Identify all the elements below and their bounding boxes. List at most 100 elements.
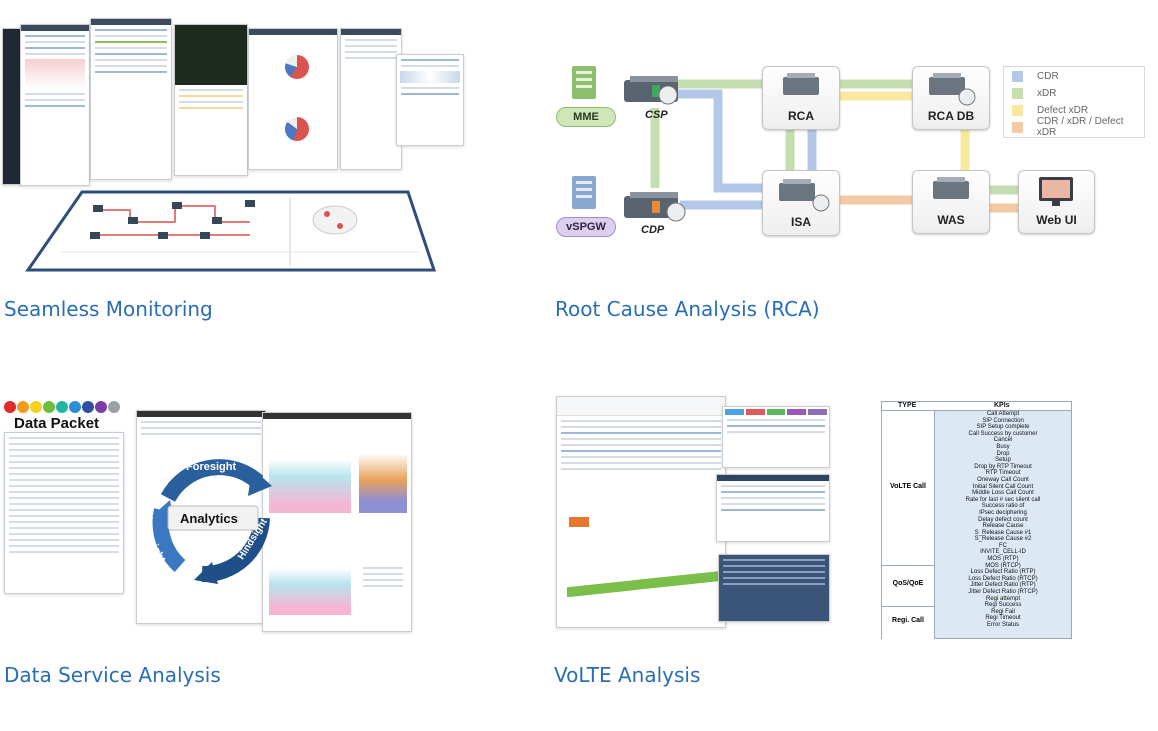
isa-server-icon <box>779 179 830 212</box>
kpi-item: S_Release Cause #2 <box>974 536 1032 543</box>
node-web-ui: Web UI <box>1018 170 1095 234</box>
caption-seamless-monitoring[interactable]: Seamless Monitoring <box>4 297 213 321</box>
legend-swatch-defect-xdr <box>1012 104 1023 116</box>
color-dots-row <box>4 401 120 415</box>
data-packet-table <box>4 432 124 594</box>
dot-green <box>43 401 55 413</box>
legend-label-combined: CDR / xDR / Defect xDR <box>1036 116 1124 138</box>
monitoring-screenshot-5 <box>340 28 402 170</box>
monitoring-screenshot-6 <box>396 54 464 146</box>
legend-item-combined: CDR / xDR / Defect xDR <box>1012 116 1144 138</box>
was-server-icon <box>933 177 969 199</box>
kpi-item: SIP Connection <box>982 417 1024 424</box>
node-web-ui-label: Web UI <box>1036 213 1077 227</box>
data-packet-title: Data Packet <box>14 415 100 432</box>
legend-item-defect-xdr: Defect xDR <box>1012 103 1088 117</box>
dot-blue <box>69 401 81 413</box>
kpi-type-cell-volte: VoLTE Call <box>882 411 935 565</box>
caption-volte-analysis[interactable]: VoLTE Analysis <box>554 663 701 687</box>
legend-swatch-xdr <box>1012 87 1023 99</box>
legend-label-defect-xdr: Defect xDR <box>1037 104 1089 116</box>
seamless-monitoring-panel: Seamless Monitoring <box>0 0 470 330</box>
monitoring-screenshot-1 <box>20 24 90 186</box>
kpi-item: Setup <box>995 457 1011 464</box>
legend-item-cdr: CDR <box>1012 69 1059 83</box>
dot-yellow <box>30 401 42 413</box>
rca-legend: CDR xDR Defect xDR CDR / xDR / Defect xD… <box>1003 66 1145 138</box>
kpi-type-cell-qos: QoS/QoE <box>882 565 935 606</box>
kpi-item: INVITE_CELL-ID <box>980 549 1026 556</box>
legend-label-cdr: CDR <box>1037 70 1059 82</box>
kpi-table: TYPE KPIs VoLTE Call QoS/QoE Regi. Call … <box>881 401 1072 639</box>
kpi-item: Jitter Defect Ratio (RTCP) <box>968 589 1038 596</box>
volte-screenshot-top <box>722 406 830 468</box>
kpi-item: Oneway Call Count <box>977 476 1029 483</box>
kpi-item: Busy <box>996 443 1010 450</box>
kpi-item: Loss Defect Ratio (RTP) <box>970 569 1036 576</box>
kpi-type-regi: Regi. Call <box>892 617 924 624</box>
monitoring-screenshot-2 <box>90 18 172 180</box>
data-service-screenshot-right <box>262 412 412 632</box>
rca-connection-lines <box>572 66 1020 222</box>
kpi-item: Jitter Defect Ratio (RTP) <box>970 582 1036 589</box>
node-rca: RCA <box>762 66 840 130</box>
kpi-item: SIP Setup complete <box>976 424 1030 431</box>
kpi-item: RTP Timeout <box>985 470 1021 477</box>
kpi-item: Release Cause <box>982 523 1024 530</box>
legend-label-xdr: xDR <box>1037 87 1057 99</box>
kpi-header-type: TYPE <box>898 402 917 409</box>
dot-purple <box>95 401 107 413</box>
legend-swatch-combined <box>1012 121 1023 133</box>
dot-navy <box>82 401 94 413</box>
kpi-item: Rate for last # sec silent call <box>965 496 1041 503</box>
dot-red <box>4 401 16 413</box>
kpi-item: Regi Fail <box>991 608 1015 615</box>
kpi-item: Cancel <box>993 437 1013 444</box>
kpi-item: Regi attempt <box>985 595 1021 602</box>
node-rca-db: RCA DB <box>912 66 990 130</box>
csp-label: CSP <box>645 109 668 121</box>
node-isa: ISA <box>762 170 840 236</box>
kpi-type-cell-regi: Regi. Call <box>882 606 935 639</box>
node-rca-db-label: RCA DB <box>927 109 975 123</box>
kpi-item: S_Release Cause #1 <box>974 529 1032 536</box>
kpi-item: Loss Defect Ratio (RTCP) <box>968 575 1038 582</box>
kpi-item: MOS (RTCP) <box>985 562 1021 569</box>
cycle-analytics: Analytics <box>180 511 238 526</box>
kpi-item: Drop by RTP Timeout <box>974 463 1032 470</box>
kpi-type-volte: VoLTE Call <box>890 483 926 490</box>
kpi-item: Regi Success <box>984 602 1022 609</box>
node-was-label: WAS <box>937 213 965 227</box>
kpi-item: Error Status <box>986 622 1019 628</box>
analytics-cycle <box>152 459 272 584</box>
kpi-item: Delay defect count <box>978 516 1028 523</box>
kpi-type-qos: QoS/QoE <box>892 580 924 587</box>
mme-label: MME <box>556 107 616 127</box>
monitor-icon <box>1039 177 1073 206</box>
kpi-item: Initial Silent Call Count <box>972 483 1034 490</box>
data-service-panel: Data Packet Foresight Analytics Insight … <box>0 390 470 710</box>
rca-panel: MME CSP vSPGW CDP RCA RCA DB ISA WAS Web… <box>0 0 1158 330</box>
caption-root-cause-analysis[interactable]: Root Cause Analysis (RCA) <box>555 297 820 321</box>
monitoring-screenshot-4 <box>248 28 338 170</box>
vspgw-label: vSPGW <box>556 217 616 237</box>
node-isa-label: ISA <box>790 215 811 229</box>
kpi-item: Regi Timeout <box>985 615 1021 622</box>
node-rca-label: RCA <box>788 109 814 123</box>
kpi-table-header: TYPE KPIs <box>882 402 1071 411</box>
monitoring-screenshot-3 <box>174 24 248 176</box>
volte-screenshot-middle <box>716 474 830 542</box>
volte-screenshot-bottom <box>718 554 830 622</box>
kpi-item: MOS (RTP) <box>987 556 1019 563</box>
kpi-header-kpis: KPIs <box>994 402 1010 409</box>
rca-server-icon <box>783 73 819 95</box>
kpi-item: Call Success by customer <box>968 430 1038 437</box>
cdp-label: CDP <box>641 224 665 236</box>
legend-swatch-cdr <box>1012 70 1023 82</box>
kpi-item: IPsec deciphering <box>979 509 1027 516</box>
dot-gray <box>108 401 120 413</box>
caption-data-service-analysis[interactable]: Data Service Analysis <box>4 663 221 687</box>
kpi-item: Drop <box>996 450 1010 457</box>
